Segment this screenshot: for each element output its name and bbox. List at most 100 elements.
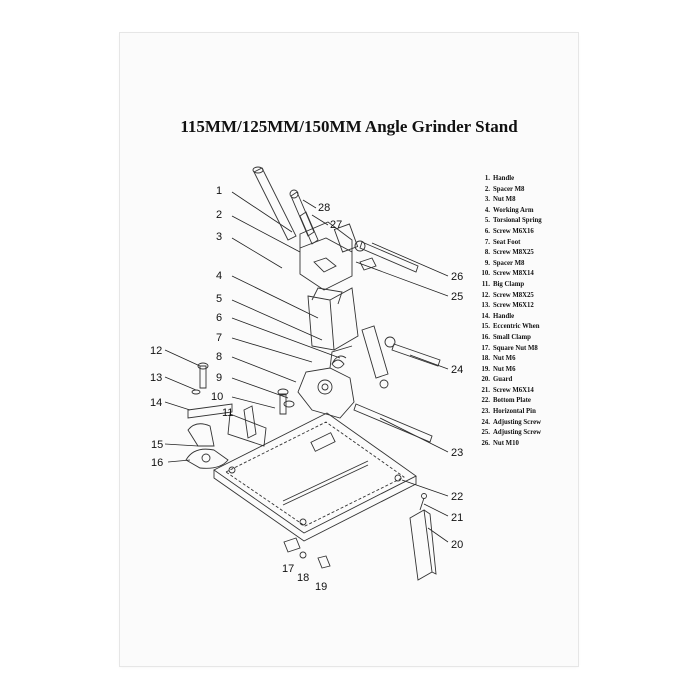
part-name: Spacer M8 [493,185,525,193]
callout-21: 21 [451,512,463,524]
callout-5: 5 [216,293,222,305]
part-name: Working Arm [493,206,534,214]
parts-list-item: 20.Guard [479,375,542,386]
part-name: Screw M6X14 [493,386,534,394]
part-number: 19. [481,365,491,373]
part-number: 8. [484,249,490,257]
part-name: Nut M6 [493,355,516,363]
part-name: Square Nut M8 [493,344,538,352]
callout-27: 27 [330,219,342,231]
part-number: 23. [481,408,491,416]
part-number: 14. [481,312,491,320]
callout-4: 4 [216,270,222,282]
callout-22: 22 [451,491,463,503]
part-name: Screw M8X25 [493,291,534,299]
callout-23: 23 [451,447,463,459]
callout-17: 17 [282,563,294,575]
part-name: Nut M6 [493,365,516,373]
callout-19: 19 [315,581,327,593]
callout-28: 28 [318,202,330,214]
parts-list-item: 9.Spacer M8 [479,259,542,270]
callout-25: 25 [451,291,463,303]
parts-list-item: 5.Torsional Spring [479,216,542,227]
parts-list-item: 22.Bottom Plate [479,396,542,407]
part-number: 11. [481,280,490,288]
callout-9: 9 [216,372,222,384]
part-name: Horizontal Pin [493,408,536,416]
parts-list-item: 2.Spacer M8 [479,185,542,196]
callout-18: 18 [297,572,309,584]
parts-list-item: 25.Adjusting Screw [479,428,542,439]
manual-page [120,33,578,666]
parts-list-item: 17.Square Nut M8 [479,344,542,355]
part-name: Bottom Plate [493,397,531,405]
parts-list-item: 14.Handle [479,312,542,323]
part-number: 15. [481,323,491,331]
parts-list-item: 3.Nut M8 [479,195,542,206]
part-name: Screw M8X14 [493,270,534,278]
part-name: Adjusting Screw [493,429,542,437]
part-name: Seat Foot [493,238,521,246]
callout-26: 26 [451,271,463,283]
part-number: 1. [484,175,490,182]
parts-list-item: 21.Screw M6X14 [479,386,542,397]
part-name: Big Clamp [493,280,525,288]
callout-13: 13 [150,372,162,384]
parts-list-item: 16.Small Clamp [479,333,542,344]
part-name: Handle [493,175,515,182]
parts-list-item: 23.Horizontal Pin [479,407,542,418]
parts-list-item: 4.Working Arm [479,206,542,217]
parts-list-item: 19.Nut M6 [479,365,542,376]
callout-3: 3 [216,231,222,243]
part-number: 16. [481,333,491,341]
part-number: 2. [484,185,490,193]
part-number: 17. [481,344,491,352]
part-name: Handle [493,312,515,320]
part-number: 26. [481,439,491,447]
parts-list-item: 13.Screw M6X12 [479,301,542,312]
callout-15: 15 [151,439,163,451]
callout-6: 6 [216,312,222,324]
part-name: Adjusting Screw [493,418,542,426]
parts-list-item: 24.Adjusting Screw [479,418,542,429]
callout-8: 8 [216,351,222,363]
part-name: Nut M8 [493,196,516,204]
callout-16: 16 [151,457,163,469]
callout-14: 14 [150,397,162,409]
part-number: 13. [481,302,491,310]
part-number: 12. [481,291,491,299]
callout-10: 10 [211,391,223,403]
part-number: 21. [481,386,491,394]
part-name: Torsional Spring [493,217,542,225]
part-number: 7. [484,238,490,246]
part-number: 18. [481,355,491,363]
parts-list-item: 1.Handle [479,174,542,185]
part-name: Eccentric When [493,323,540,331]
part-number: 25. [481,429,491,437]
parts-list-item: 12.Screw M8X25 [479,291,542,302]
callout-1: 1 [216,185,222,197]
callout-20: 20 [451,539,463,551]
parts-list-item: 10.Screw M8X14 [479,269,542,280]
part-number: 22. [481,397,491,405]
part-number: 3. [484,196,490,204]
part-name: Nut M10 [493,439,519,447]
part-number: 10. [481,270,491,278]
parts-list-item: 26.Nut M10 [479,439,542,450]
part-number: 5. [484,217,490,225]
part-number: 20. [481,376,491,384]
parts-list-item: 18.Nut M6 [479,354,542,365]
part-number: 4. [484,206,490,214]
callout-2: 2 [216,209,222,221]
parts-list-item: 15.Eccentric When [479,322,542,333]
part-name: Screw M8X25 [493,249,534,257]
part-name: Screw M6X16 [493,227,534,235]
part-name: Spacer M8 [493,259,525,267]
callout-11: 11 [222,407,233,419]
parts-list-item: 7.Seat Foot [479,238,542,249]
part-number: 9. [484,259,490,267]
callout-7: 7 [216,332,222,344]
parts-list-item: 6.Screw M6X16 [479,227,542,238]
parts-list-item: 11.Big Clamp [479,280,542,291]
